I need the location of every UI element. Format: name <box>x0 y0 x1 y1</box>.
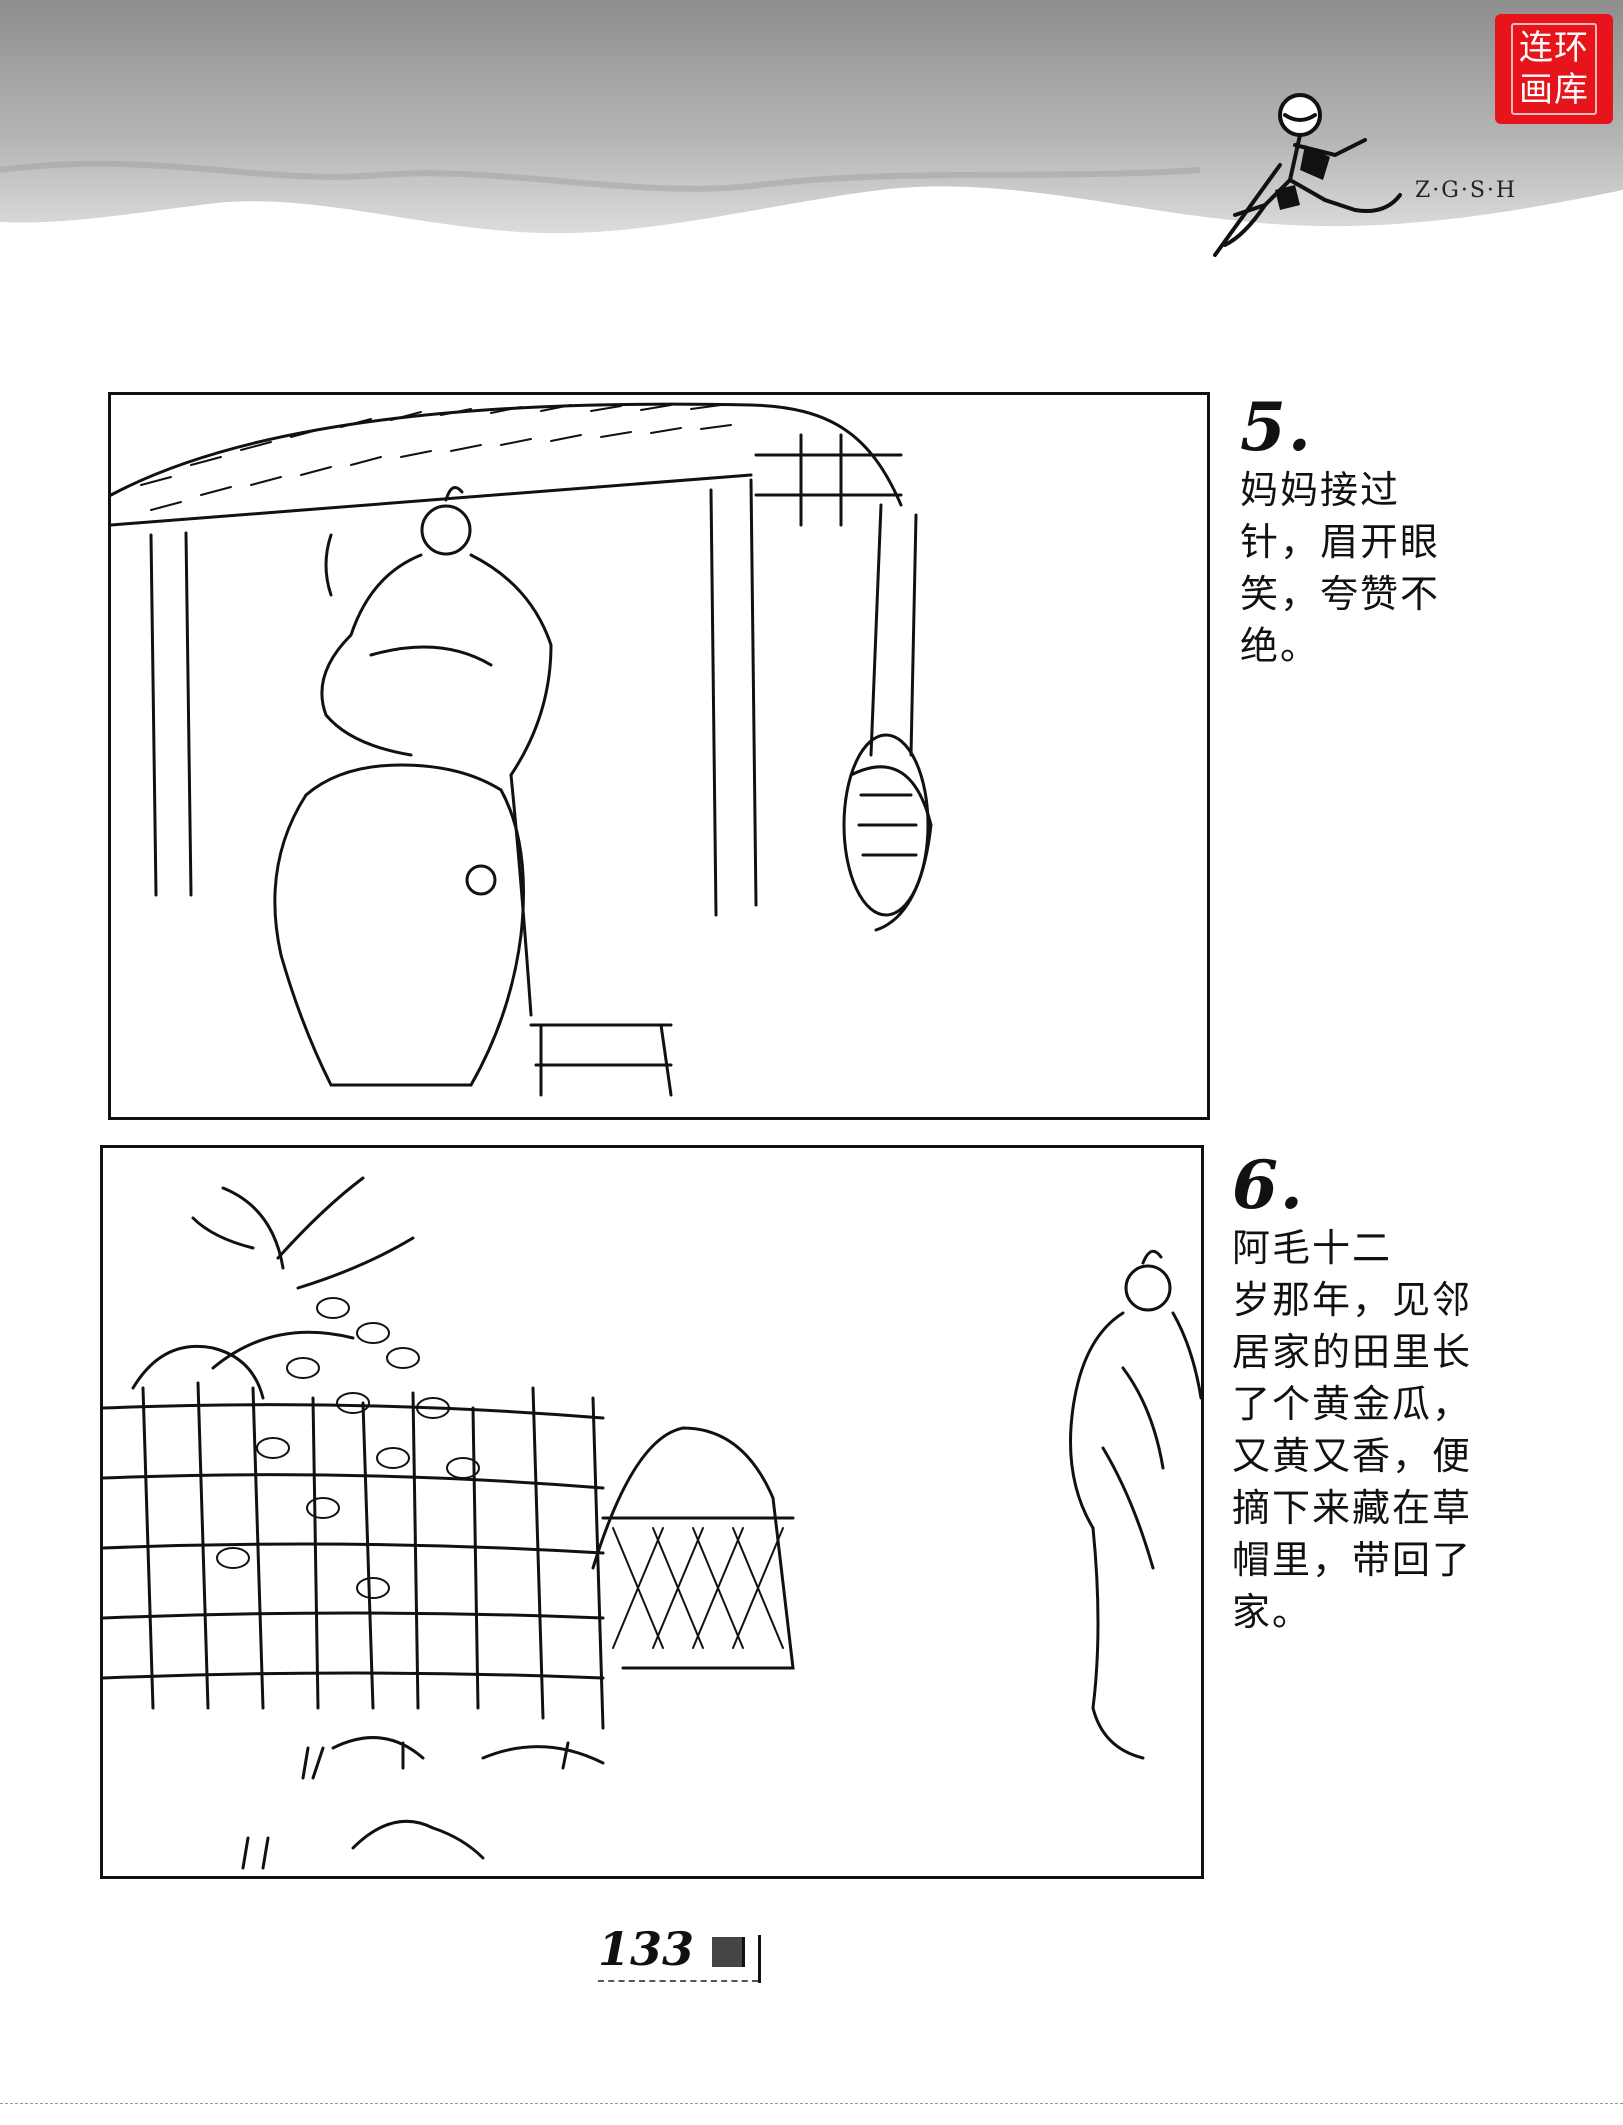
page-square-icon <box>712 1937 745 1967</box>
caption-text-5: 妈妈接过 针，眉开眼 笑，夸赞不 绝。 <box>1240 468 1441 668</box>
page-number: 133 <box>598 1922 695 1976</box>
page-number-bar <box>758 1935 761 1983</box>
caption-panel-5: 5. 妈妈接过 针，眉开眼 笑，夸赞不 绝。 <box>1240 392 1500 672</box>
bottom-edge-line <box>0 2103 1623 2106</box>
illustration-panel-6 <box>100 1145 1204 1879</box>
series-mark: Z·G·S·H <box>1415 178 1518 203</box>
monkey-king-icon <box>1213 93 1402 257</box>
header-band <box>0 0 1623 260</box>
stamp-line-2: 画库 <box>1519 70 1589 110</box>
panel-number-5: 5. <box>1240 388 1313 466</box>
stamp-line-1: 连环 <box>1519 28 1589 68</box>
caption-text-6: 阿毛十二 岁那年，见邻 居家的田里长 了个黄金瓜， 又黄又香，便 摘下来藏在草 … <box>1232 1226 1473 1634</box>
illustration-panel-5 <box>108 392 1210 1120</box>
series-stamp: 连环 画库 <box>1495 14 1613 124</box>
panel-number-6: 6. <box>1232 1146 1305 1224</box>
header-wash-graphic <box>0 0 1623 234</box>
caption-panel-6: 6. 阿毛十二 岁那年，见邻 居家的田里长 了个黄金瓜， 又黄又香，便 摘下来藏… <box>1232 1150 1502 1638</box>
shed-woman-jar-illustration <box>111 402 933 1097</box>
page-number-rule <box>598 1980 758 1985</box>
fence-melon-field-illustration <box>103 1176 1201 1870</box>
